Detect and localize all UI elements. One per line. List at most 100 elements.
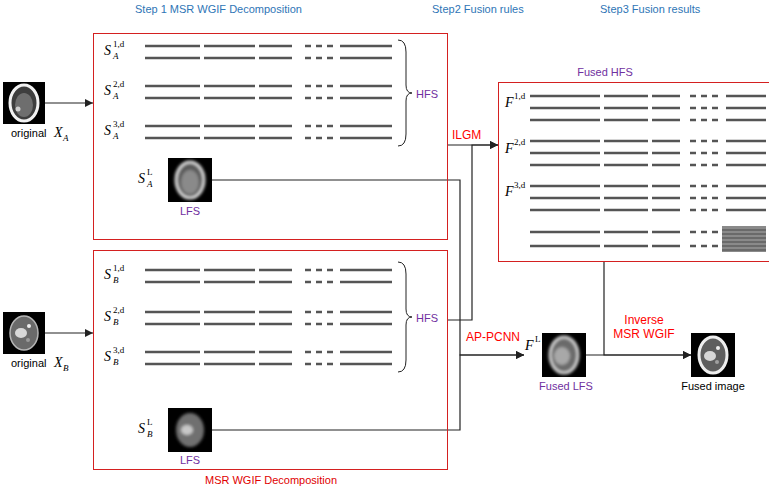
image-subscript: A (63, 133, 69, 143)
brain (176, 413, 204, 447)
lfs-image-node: LFS (168, 158, 212, 202)
subband-symbol: S (104, 43, 111, 59)
fused-lfs-node: FLFused LFS (524, 333, 586, 377)
subband-bar (530, 120, 766, 121)
brain (15, 93, 33, 117)
lfs-image (168, 158, 212, 202)
subband-bar (145, 86, 392, 87)
subband-bar (530, 186, 766, 187)
image-caption: Fused LFS (528, 380, 604, 392)
hfs-brace (398, 40, 412, 146)
group-title: Fused HFS (545, 66, 665, 78)
subband-patch (722, 226, 766, 252)
subband-superscript: 3,d (514, 180, 525, 190)
image-caption: LFS (162, 205, 218, 217)
subband-symbol: S (104, 123, 111, 139)
subband-bar (530, 210, 766, 211)
mri-image (3, 312, 45, 354)
lesion (704, 351, 716, 361)
subband-bar (145, 312, 392, 313)
subband-bar (145, 46, 392, 47)
subband-subscript: A (113, 51, 119, 61)
image-caption: Fused image (673, 380, 753, 392)
subband-bar (530, 141, 766, 142)
image-ground (168, 158, 212, 202)
decomposition-box: HFS LFS (93, 33, 448, 240)
subband-bar (530, 198, 766, 199)
subband-superscript: 1,d (113, 263, 124, 273)
fused-image (691, 333, 735, 377)
lfs-image (542, 333, 586, 377)
subband-superscript: 1,d (113, 39, 124, 49)
band-label: HFS (416, 88, 438, 100)
connector-arrow (604, 262, 691, 355)
subband-symbol: S (104, 83, 111, 99)
subband-symbol: F (505, 141, 514, 157)
subband-patch-stripes (722, 230, 766, 250)
source-image: originalXB (3, 312, 45, 354)
image-subscript: B (63, 363, 69, 373)
fused-image-node: Fused image (691, 333, 735, 377)
image-ground (542, 333, 586, 377)
subband-bar (145, 352, 392, 353)
lfs-image (168, 408, 212, 452)
hfs-brace (398, 262, 412, 372)
lesion (15, 328, 27, 338)
subband-superscript: 1,d (514, 91, 525, 101)
subband-superscript: L (147, 417, 153, 427)
image-caption: original (11, 357, 46, 369)
spot (716, 346, 720, 350)
subband-symbol: S (104, 267, 111, 283)
subband-bar (145, 364, 392, 365)
subband-superscript: L (147, 167, 153, 177)
subband-symbol: S (104, 349, 111, 365)
subband-bars (145, 270, 392, 364)
subband-superscript: 2,d (113, 79, 124, 89)
fusion-rule-label: ILGM (452, 128, 481, 142)
lesion (16, 107, 21, 112)
connector-arrow (45, 102, 93, 103)
connector-arrow (586, 354, 691, 355)
image-symbol: X (54, 125, 63, 141)
step-title: Step3 Fusion results (600, 3, 700, 15)
image-caption: LFS (162, 454, 218, 466)
connector-arrow (448, 145, 498, 320)
subband-patch-ground (722, 226, 766, 252)
subband-bar (145, 324, 392, 325)
group-title: MSR WGIF Decomposition (151, 474, 391, 486)
subband-symbol: S (138, 421, 145, 437)
connector-arrow (212, 355, 524, 430)
subband-bar (145, 282, 392, 283)
skull (550, 337, 578, 373)
lesion (181, 425, 193, 435)
subband-bar (145, 270, 392, 271)
image-symbol: X (54, 355, 63, 371)
subband-symbol: S (104, 309, 111, 325)
image-ground (168, 408, 212, 452)
image-ground (691, 333, 735, 377)
subband-subscript: B (113, 317, 119, 327)
subband-symbol: F (505, 95, 514, 111)
subband-bar (145, 58, 392, 59)
skull (10, 85, 38, 121)
subband-symbol: F (505, 184, 514, 200)
subband-superscript: 3,d (113, 119, 124, 129)
subband-subscript: A (147, 179, 153, 189)
band-label: HFS (416, 312, 438, 324)
subband-bars (530, 96, 766, 246)
subband-bar (530, 153, 766, 154)
ct-image (3, 82, 45, 124)
subband-bar (145, 98, 392, 99)
spot (26, 338, 30, 342)
fusion-rule-label: AP-PCNN (466, 330, 520, 344)
skull (176, 162, 204, 198)
brain (181, 170, 199, 194)
transform-label: Inverse MSR WGIF (612, 313, 676, 341)
fused-hfs-box: Fused HFS (498, 82, 769, 262)
subband-superscript: 2,d (113, 305, 124, 315)
subband-superscript: 3,d (113, 345, 124, 355)
source-image: originalXA (3, 82, 45, 124)
subband-bar (145, 126, 392, 127)
spot (715, 360, 719, 364)
image-ground (3, 82, 45, 124)
